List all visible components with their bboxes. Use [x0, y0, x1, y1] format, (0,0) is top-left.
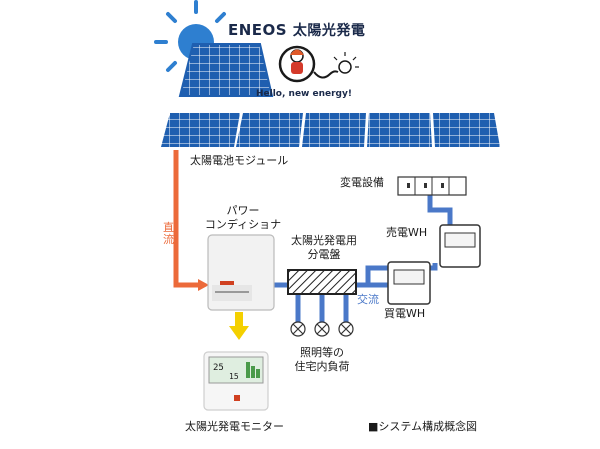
- sell-meter: [439, 224, 481, 268]
- monitor-arrow: [229, 312, 249, 340]
- load-symbols: [290, 321, 354, 337]
- caption: ■システム構成概念図: [368, 420, 478, 433]
- label-substation: 変電設備: [340, 176, 384, 189]
- distribution-board: [287, 269, 357, 295]
- logo-solar-panel: [178, 43, 274, 97]
- brand-tagline: Hello, new energy!: [256, 89, 352, 99]
- substation: [397, 176, 467, 196]
- label-dc: 直流: [163, 221, 174, 247]
- power-conditioner: [207, 234, 275, 311]
- dc-arrow: [173, 150, 209, 291]
- buy-meter: [387, 261, 431, 305]
- solar-module-array: [161, 113, 500, 147]
- monitor-value-1: 25: [213, 363, 224, 373]
- label-loads-line2: 住宅内負荷: [294, 360, 350, 374]
- brand-name: ENEOS: [228, 21, 288, 39]
- label-ac: 交流: [357, 293, 379, 306]
- solar-monitor: [203, 351, 269, 411]
- label-distribution-board-line2: 分電盤: [307, 248, 341, 262]
- label-buy-meter: 買電WH: [384, 307, 426, 320]
- label-distribution-board-line1: 太陽光発電用: [291, 234, 357, 247]
- brand-title: ENEOS 太陽光発電: [228, 20, 365, 40]
- label-power-conditioner-line2: コンディショナ: [204, 218, 282, 232]
- label-power-conditioner: パワー コンディショナ: [198, 204, 288, 233]
- mascot-icon: [278, 45, 316, 83]
- label-monitor: 太陽光発電モニター: [185, 420, 284, 433]
- label-distribution-board: 太陽光発電用 分電盤: [282, 234, 366, 263]
- lightbulb-icon: [313, 52, 359, 79]
- label-loads: 照明等の 住宅内負荷: [280, 346, 364, 375]
- label-sell-meter: 売電WH: [386, 226, 428, 239]
- monitor-value-2: 15: [229, 372, 239, 381]
- label-solar-module: 太陽電池モジュール: [190, 154, 289, 167]
- label-power-conditioner-line1: パワー: [226, 204, 260, 217]
- label-loads-line1: 照明等の: [300, 346, 344, 359]
- brand-product: 太陽光発電: [292, 23, 366, 39]
